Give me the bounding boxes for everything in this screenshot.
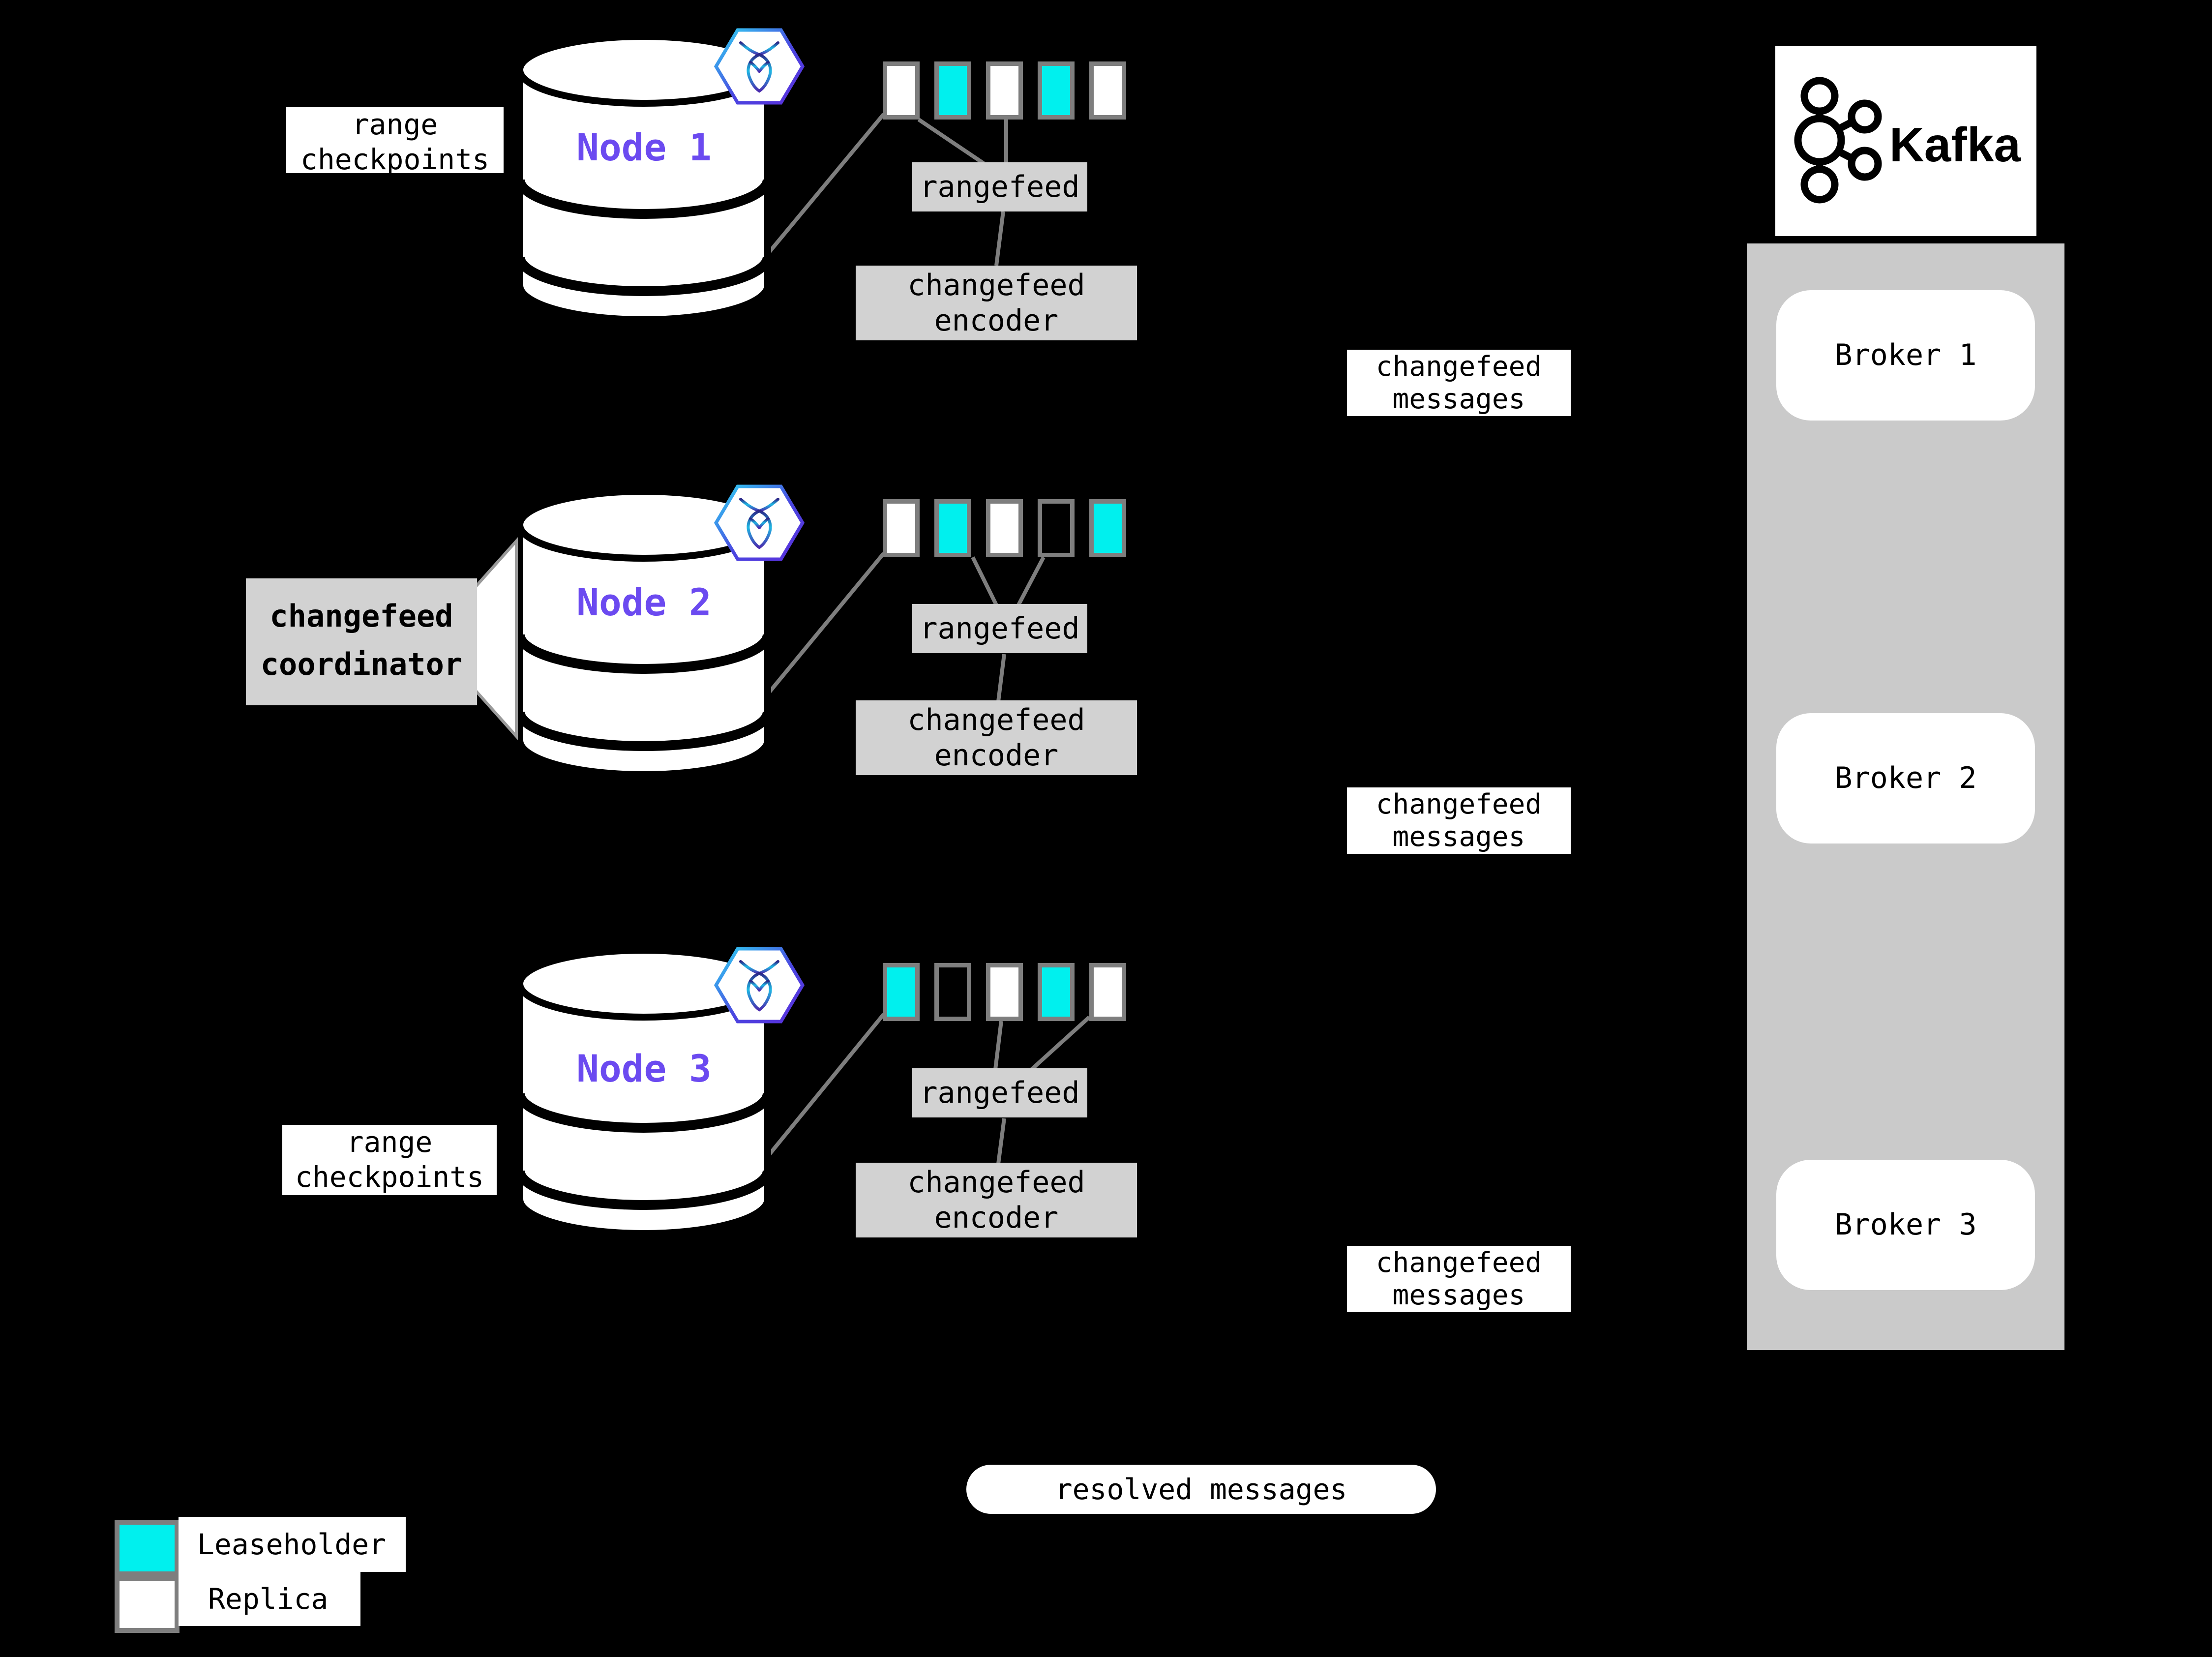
kafka-brand: Kafka xyxy=(1889,118,2021,172)
changefeed-messages-label: changefeed messages xyxy=(1347,350,1571,416)
range-square-leaseholder xyxy=(1038,963,1075,1021)
connector-dot xyxy=(1138,734,1145,741)
range-square-leaseholder xyxy=(1038,61,1075,120)
cockroachdb-logo-icon xyxy=(714,947,805,1024)
range-square-replica xyxy=(986,499,1023,557)
connector-dot xyxy=(1138,1197,1145,1204)
ranges-row xyxy=(883,61,1126,120)
ranges-row xyxy=(883,499,1126,557)
broker-box: Broker 3 xyxy=(1776,1160,2035,1290)
legend-leaseholder-label: Leaseholder xyxy=(179,1517,406,1572)
range-square-replica xyxy=(1089,963,1126,1021)
range-square-replica xyxy=(1089,61,1126,120)
rangefeed-box: rangefeed xyxy=(912,1068,1087,1117)
changefeed-encoder-box: changefeed encoder xyxy=(856,266,1137,340)
changefeed-messages-label: changefeed messages xyxy=(1347,1246,1571,1312)
changefeed-coordinator-box: changefeed coordinator xyxy=(246,578,477,705)
node-name: Node 1 xyxy=(576,125,712,169)
node-name: Node 3 xyxy=(576,1047,712,1090)
changefeed-encoder-box: changefeed encoder xyxy=(856,700,1137,775)
range-square-leaseholder xyxy=(883,963,920,1021)
kafka-logo-box: Kafka xyxy=(1775,46,2036,236)
legend-replica-label: Replica xyxy=(179,1572,360,1626)
node-cylinder xyxy=(515,489,773,778)
range-square-empty xyxy=(1038,499,1075,557)
range-checkpoints-label: range checkpoints xyxy=(286,107,504,173)
range-square-leaseholder xyxy=(934,499,971,557)
range-square-replica xyxy=(883,499,920,557)
range-checkpoints-label: range checkpoints xyxy=(282,1125,497,1195)
legend-leaseholder-swatch xyxy=(115,1520,179,1576)
resolved-messages-pill: resolved messages xyxy=(966,1465,1436,1514)
rangefeed-box: rangefeed xyxy=(912,162,1087,211)
coordinator-flag xyxy=(474,537,518,740)
cockroachdb-logo-icon xyxy=(714,484,805,561)
range-square-replica xyxy=(883,61,920,120)
kafka-logo-icon: Kafka xyxy=(1794,77,2021,204)
broker-box: Broker 1 xyxy=(1776,290,2035,421)
node-cylinder xyxy=(515,34,773,323)
cockroachdb-logo-icon xyxy=(714,28,805,105)
changefeed-messages-label: changefeed messages xyxy=(1347,787,1571,854)
range-square-empty xyxy=(934,963,971,1021)
node-name: Node 2 xyxy=(576,580,712,624)
range-square-leaseholder xyxy=(934,61,971,120)
range-square-replica xyxy=(986,61,1023,120)
range-square-replica xyxy=(986,963,1023,1021)
changefeed-encoder-box: changefeed encoder xyxy=(856,1163,1137,1237)
arrowhead-icon xyxy=(2055,329,2088,356)
broker-box: Broker 2 xyxy=(1776,713,2035,844)
legend-replica-swatch xyxy=(115,1576,179,1633)
range-square-leaseholder xyxy=(1089,499,1126,557)
rangefeed-box: rangefeed xyxy=(912,604,1087,653)
ranges-row xyxy=(883,963,1126,1021)
